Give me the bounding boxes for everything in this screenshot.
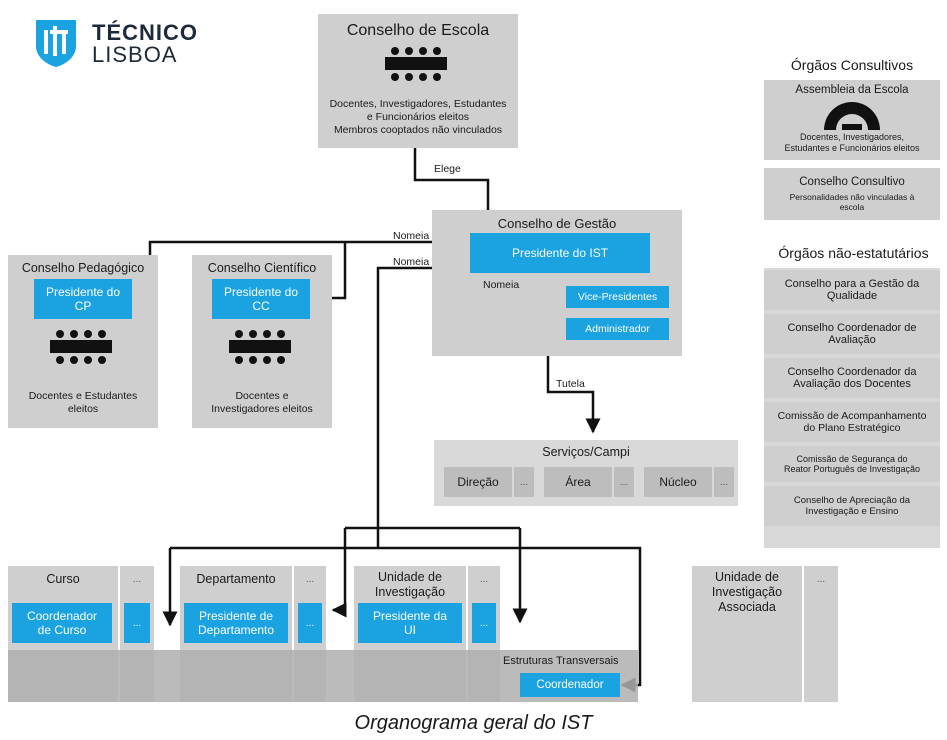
estruturas-transversais-title: Estruturas Transversais <box>503 655 619 667</box>
departamento-more-label: ... <box>305 574 315 585</box>
curso-title: Curso <box>46 572 80 586</box>
conselho-escola-desc-3: Membros cooptados não vinculados <box>333 124 503 136</box>
servicos-campi-title: Serviços/Campi <box>542 445 630 459</box>
presidente-cp-label: Presidente do CP <box>45 285 121 313</box>
departamento-title: Departamento <box>196 572 276 586</box>
conselho-escola-desc-1: Docentes, Investigadores, Estudantes <box>329 98 507 110</box>
curso-more-label: ... <box>132 574 142 585</box>
servicos-item-more-1: ... <box>514 467 534 497</box>
unidade-associada-title-1: Unidade de <box>715 570 779 584</box>
ist-logo: TÉCNICO LISBOA <box>34 18 214 68</box>
presidente-ist-box: Presidente do IST <box>470 233 650 273</box>
meeting-table-icon <box>385 47 447 81</box>
presidente-cc-box: Presidente do CC <box>212 279 310 319</box>
nao-estatutario-item: Conselho Coordenador da Avaliação dos Do… <box>764 358 940 398</box>
conselho-escola-box: Conselho de Escola Docentes, Investigado… <box>318 14 518 148</box>
unidade-more-label: ... <box>479 574 489 585</box>
conselho-cientifico-title: Conselho Científico <box>207 261 317 275</box>
nao-estatutario-line: Qualidade <box>826 290 878 302</box>
servicos-item-area: Área <box>544 467 612 497</box>
nao-estatutario-line: Conselho para a Gestão da <box>784 278 920 290</box>
unidade-associada-box: Unidade de Investigação Associada <box>692 566 802 702</box>
nao-estatutario-item: Conselho para a Gestão da Qualidade <box>764 270 940 310</box>
conselho-pedagogico-title: Conselho Pedagógico <box>21 261 145 275</box>
nao-estatutario-line: Avaliação <box>828 334 876 346</box>
presidente-ui-box: Presidente da UI <box>358 603 462 643</box>
nao-estatutario-line: Comissão de Segurança do <box>796 454 908 464</box>
conselho-escola-title: Conselho de Escola <box>346 22 490 39</box>
logo-line-2: LISBOA <box>92 42 178 67</box>
assembleia-escola-box: Assembleia da Escola Docentes, Investiga… <box>764 80 940 160</box>
servicos-item-more-3: ... <box>714 467 734 497</box>
vice-presidentes-box: Vice-Presidentes <box>566 286 669 308</box>
nomeia-label-2: Nomeia <box>393 256 430 268</box>
departamento-more-chief: ... <box>298 603 322 643</box>
presidente-cp-box: Presidente do CP <box>34 279 132 319</box>
presidente-ui-label: Presidente da UI <box>372 609 448 637</box>
conselho-gestao-title: Conselho de Gestão <box>497 216 617 231</box>
logo-line-1: TÉCNICO <box>92 20 198 45</box>
nomeia-label-3: Nomeia <box>483 279 520 291</box>
elege-label: Elege <box>434 163 461 175</box>
conselho-pedagogico-box: Conselho Pedagógico Presidente do CP Doc… <box>8 255 158 428</box>
assembleia-escola-desc-2: Estudantes e Funcionários eleitos <box>784 143 920 153</box>
curso-more-chief: ... <box>124 603 150 643</box>
diagram-caption: Organograma geral do IST <box>354 712 593 734</box>
administrador-box: Administrador <box>566 318 669 340</box>
assembly-hemicycle-icon <box>824 102 880 130</box>
conselho-cientifico-desc-2: Investigadores eleitos <box>211 403 313 415</box>
nao-estatutario-line: Conselho de Apreciação da <box>793 495 911 506</box>
unidade-title-1: Unidade de <box>378 570 442 584</box>
orgaos-consultivos-header: Órgãos Consultivos <box>790 57 914 73</box>
servicos-item-direcao: Direção <box>444 467 512 497</box>
coordenador-transversal-box: Coordenador <box>520 673 620 697</box>
conselho-consultivo-title: Conselho Consultivo <box>799 176 905 188</box>
nao-estatutario-line: Comissão de Acompanhamento <box>777 410 927 422</box>
conselho-pedagogico-desc-2: eleitos <box>67 403 99 415</box>
ist-shield-icon <box>36 20 76 67</box>
conselho-consultivo-box: Conselho Consultivo Personalidades não v… <box>764 168 940 220</box>
presidente-departamento-box: Presidente de Departamento <box>184 603 288 643</box>
servicos-item-more-2: ... <box>614 467 634 497</box>
nao-estatutario-line: do Plano Estratégico <box>803 422 901 434</box>
unidade-associada-title-2: Investigação <box>711 585 783 599</box>
nao-estatutario-item: Comissão de Segurança do Reator Portuguê… <box>764 446 940 482</box>
conselho-pedagogico-desc-1: Docentes e Estudantes <box>28 390 138 402</box>
coordenador-curso-label: Coordenador de Curso <box>26 609 98 637</box>
unidade-associada-title-3: Associada <box>718 600 776 614</box>
nao-estatutario-line: Conselho Coordenador de <box>787 322 917 334</box>
presidente-departamento-label: Presidente de Departamento <box>197 609 275 637</box>
conselho-consultivo-desc-2: escola <box>839 202 865 212</box>
nao-estatutario-item: Conselho Coordenador de Avaliação <box>764 314 940 354</box>
presidente-cc-label: Presidente do CC <box>223 285 299 313</box>
nomeia-label-1: Nomeia <box>393 230 430 242</box>
servicos-item-nucleo: Núcleo <box>644 467 712 497</box>
tutela-label: Tutela <box>556 378 585 390</box>
conselho-escola-desc-2: e Funcionários eleitos <box>366 111 470 123</box>
orgaos-nao-estatutarios-header: Órgãos não-estatutários <box>778 245 929 261</box>
nao-estatutario-line: Conselho Coordenador da <box>787 366 917 378</box>
unidade-associada-more-label: ... <box>816 574 826 585</box>
unidade-associada-more-box: ... <box>804 566 838 702</box>
conselho-cientifico-box: Conselho Científico Presidente do CC Doc… <box>192 255 332 428</box>
nao-estatutario-line: Reator Português de Investigação <box>783 464 921 474</box>
coordenador-curso-box: Coordenador de Curso <box>12 603 112 643</box>
nao-estatutario-line: Investigação e Ensino <box>805 506 899 517</box>
unidade-title-2: Investigação <box>374 585 446 599</box>
nao-estatutario-line: Avaliação dos Docentes <box>793 378 911 390</box>
unidade-more-chief: ... <box>472 603 496 643</box>
assembleia-escola-desc-1: Docentes, Investigadores, <box>799 132 905 142</box>
conselho-consultivo-desc-1: Personalidades não vinculadas à <box>789 192 915 202</box>
meeting-table-icon <box>229 330 291 364</box>
nao-estatutario-item: Conselho de Apreciação da Investigação e… <box>764 486 940 526</box>
assembleia-escola-title: Assembleia da Escola <box>795 84 909 96</box>
meeting-table-icon <box>50 330 112 364</box>
nao-estatutario-item: Comissão de Acompanhamento do Plano Estr… <box>764 402 940 442</box>
conselho-cientifico-desc-1: Docentes e <box>235 390 289 402</box>
